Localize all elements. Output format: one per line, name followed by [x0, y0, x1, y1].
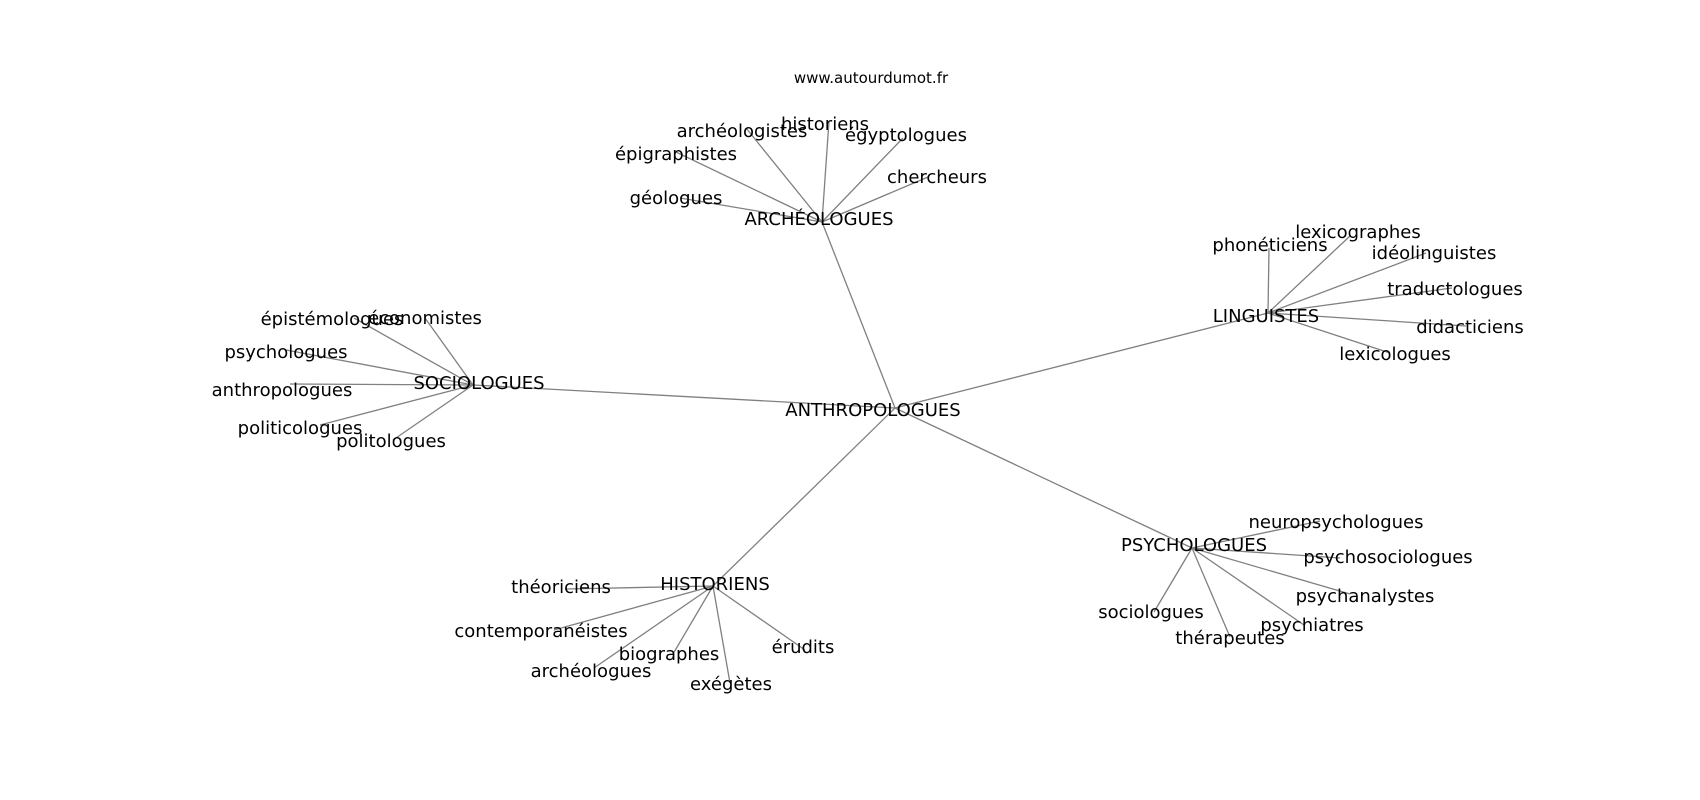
- hub-node-archeologues: ARCHÉOLOGUES: [744, 208, 893, 230]
- edge-center-archeologues: [821, 221, 896, 409]
- edge-linguistes-phoneticiens: [1267, 247, 1270, 314]
- edge-sociologues-politologues: [392, 384, 474, 441]
- edge-archeologues-geologues: [679, 197, 823, 223]
- edge-sociologues-psychologues: [285, 349, 474, 386]
- edge-center-historiens: [712, 407, 896, 587]
- edge-archeologues-historiens: [821, 120, 830, 223]
- edge-psychologues-neuropsychologues: [1191, 520, 1321, 549]
- term-node-neuropsychologues: neuropsychologues: [1249, 512, 1424, 533]
- term-node-erudits: érudits: [772, 637, 835, 658]
- edge-archeologues-chercheurs: [821, 176, 929, 223]
- term-node-traductologues: traductologues: [1387, 279, 1523, 300]
- term-node-psychologues: psychologues: [224, 342, 347, 363]
- edge-psychologues-sociologues: [1153, 547, 1193, 613]
- edge-center-linguistes: [894, 312, 1269, 409]
- edge-historiens-erudits: [712, 585, 806, 651]
- term-node-epistemologues: épistémologues: [261, 309, 404, 330]
- hub-node-historiens: HISTORIENS: [660, 574, 770, 595]
- term-node-archeologues: archéologues: [531, 661, 652, 682]
- edge-sociologues-politicologues: [319, 384, 474, 426]
- term-node-economistes: économistes: [368, 308, 482, 329]
- center-node-label: ANTHROPOLOGUES: [785, 400, 960, 421]
- edge-historiens-biographes: [672, 585, 714, 655]
- term-node-psychanalystes: psychanalystes: [1296, 586, 1435, 607]
- edge-psychologues-therapeutes: [1191, 547, 1231, 638]
- edge-psychologues-psychiatres: [1191, 547, 1305, 626]
- edge-psychologues-psychosociologues: [1191, 547, 1341, 559]
- term-node-historiens: historiens: [781, 114, 869, 135]
- term-node-politicologues: politicologues: [238, 418, 363, 439]
- edge-historiens-theoriciens: [564, 585, 714, 590]
- edge-linguistes-lexicologues: [1267, 312, 1391, 354]
- term-node-sociologues: sociologues: [1098, 602, 1204, 623]
- edge-archeologues-archeologistes: [745, 127, 823, 223]
- hub-node-psychologues: PSYCHOLOGUES: [1121, 535, 1267, 556]
- term-node-psychosociologues: psychosociologues: [1303, 547, 1472, 568]
- term-node-lexicologues: lexicologues: [1339, 344, 1451, 365]
- edge-linguistes-ideolinguistes: [1267, 252, 1427, 314]
- edge-archeologues-epigraphistes: [675, 151, 823, 223]
- term-node-ideolinguistes: idéolinguistes: [1372, 243, 1497, 264]
- edge-historiens-archeologues: [593, 585, 714, 669]
- term-node-lexicographes: lexicographes: [1295, 222, 1420, 243]
- edge-sociologues-epistemologues: [353, 317, 474, 386]
- term-node-geologues: géologues: [630, 188, 723, 209]
- edge-sociologues-anthropologues: [289, 383, 474, 386]
- edge-linguistes-lexicographes: [1267, 235, 1351, 314]
- edge-center-psychologues: [894, 407, 1193, 549]
- term-node-phoneticiens: phonéticiens: [1212, 235, 1327, 256]
- labels-layer: www.autourdumot.fr ANTHROPOLOGUES ARCHÉOL…: [212, 69, 1524, 695]
- hub-node-sociologues: SOCIOLOGUES: [413, 373, 544, 394]
- term-node-biographes: biographes: [619, 644, 720, 665]
- term-node-contemporaneistes: contemporanéistes: [454, 621, 627, 642]
- edge-archeologues-egyptologues: [821, 137, 904, 223]
- watermark-text: www.autourdumot.fr: [794, 69, 949, 87]
- edge-historiens-exegetes: [712, 585, 731, 684]
- term-node-politologues: politologues: [336, 431, 446, 452]
- term-node-exegetes: exégètes: [690, 674, 772, 695]
- edge-center-sociologues: [472, 384, 896, 409]
- term-node-theoriciens: théoriciens: [511, 577, 611, 598]
- edge-psychologues-psychanalystes: [1191, 547, 1351, 595]
- term-node-archeologistes: archéologistes: [677, 121, 808, 142]
- term-node-egyptologues: égyptologues: [845, 125, 967, 146]
- term-node-anthropologues: anthropologues: [212, 380, 353, 401]
- edge-sociologues-economistes: [424, 317, 474, 386]
- edge-historiens-contemporaneistes: [553, 585, 714, 631]
- term-node-didacticiens: didacticiens: [1416, 317, 1524, 338]
- edge-linguistes-didacticiens: [1267, 312, 1467, 327]
- term-node-chercheurs: chercheurs: [887, 167, 987, 188]
- hub-node-linguistes: LINGUISTES: [1213, 306, 1319, 327]
- edge-linguistes-traductologues: [1267, 287, 1453, 314]
- term-node-psychiatres: psychiatres: [1260, 615, 1363, 636]
- term-node-epigraphistes: épigraphistes: [615, 144, 737, 165]
- term-node-therapeutes: thérapeutes: [1175, 628, 1284, 649]
- edges-layer: [285, 120, 1467, 684]
